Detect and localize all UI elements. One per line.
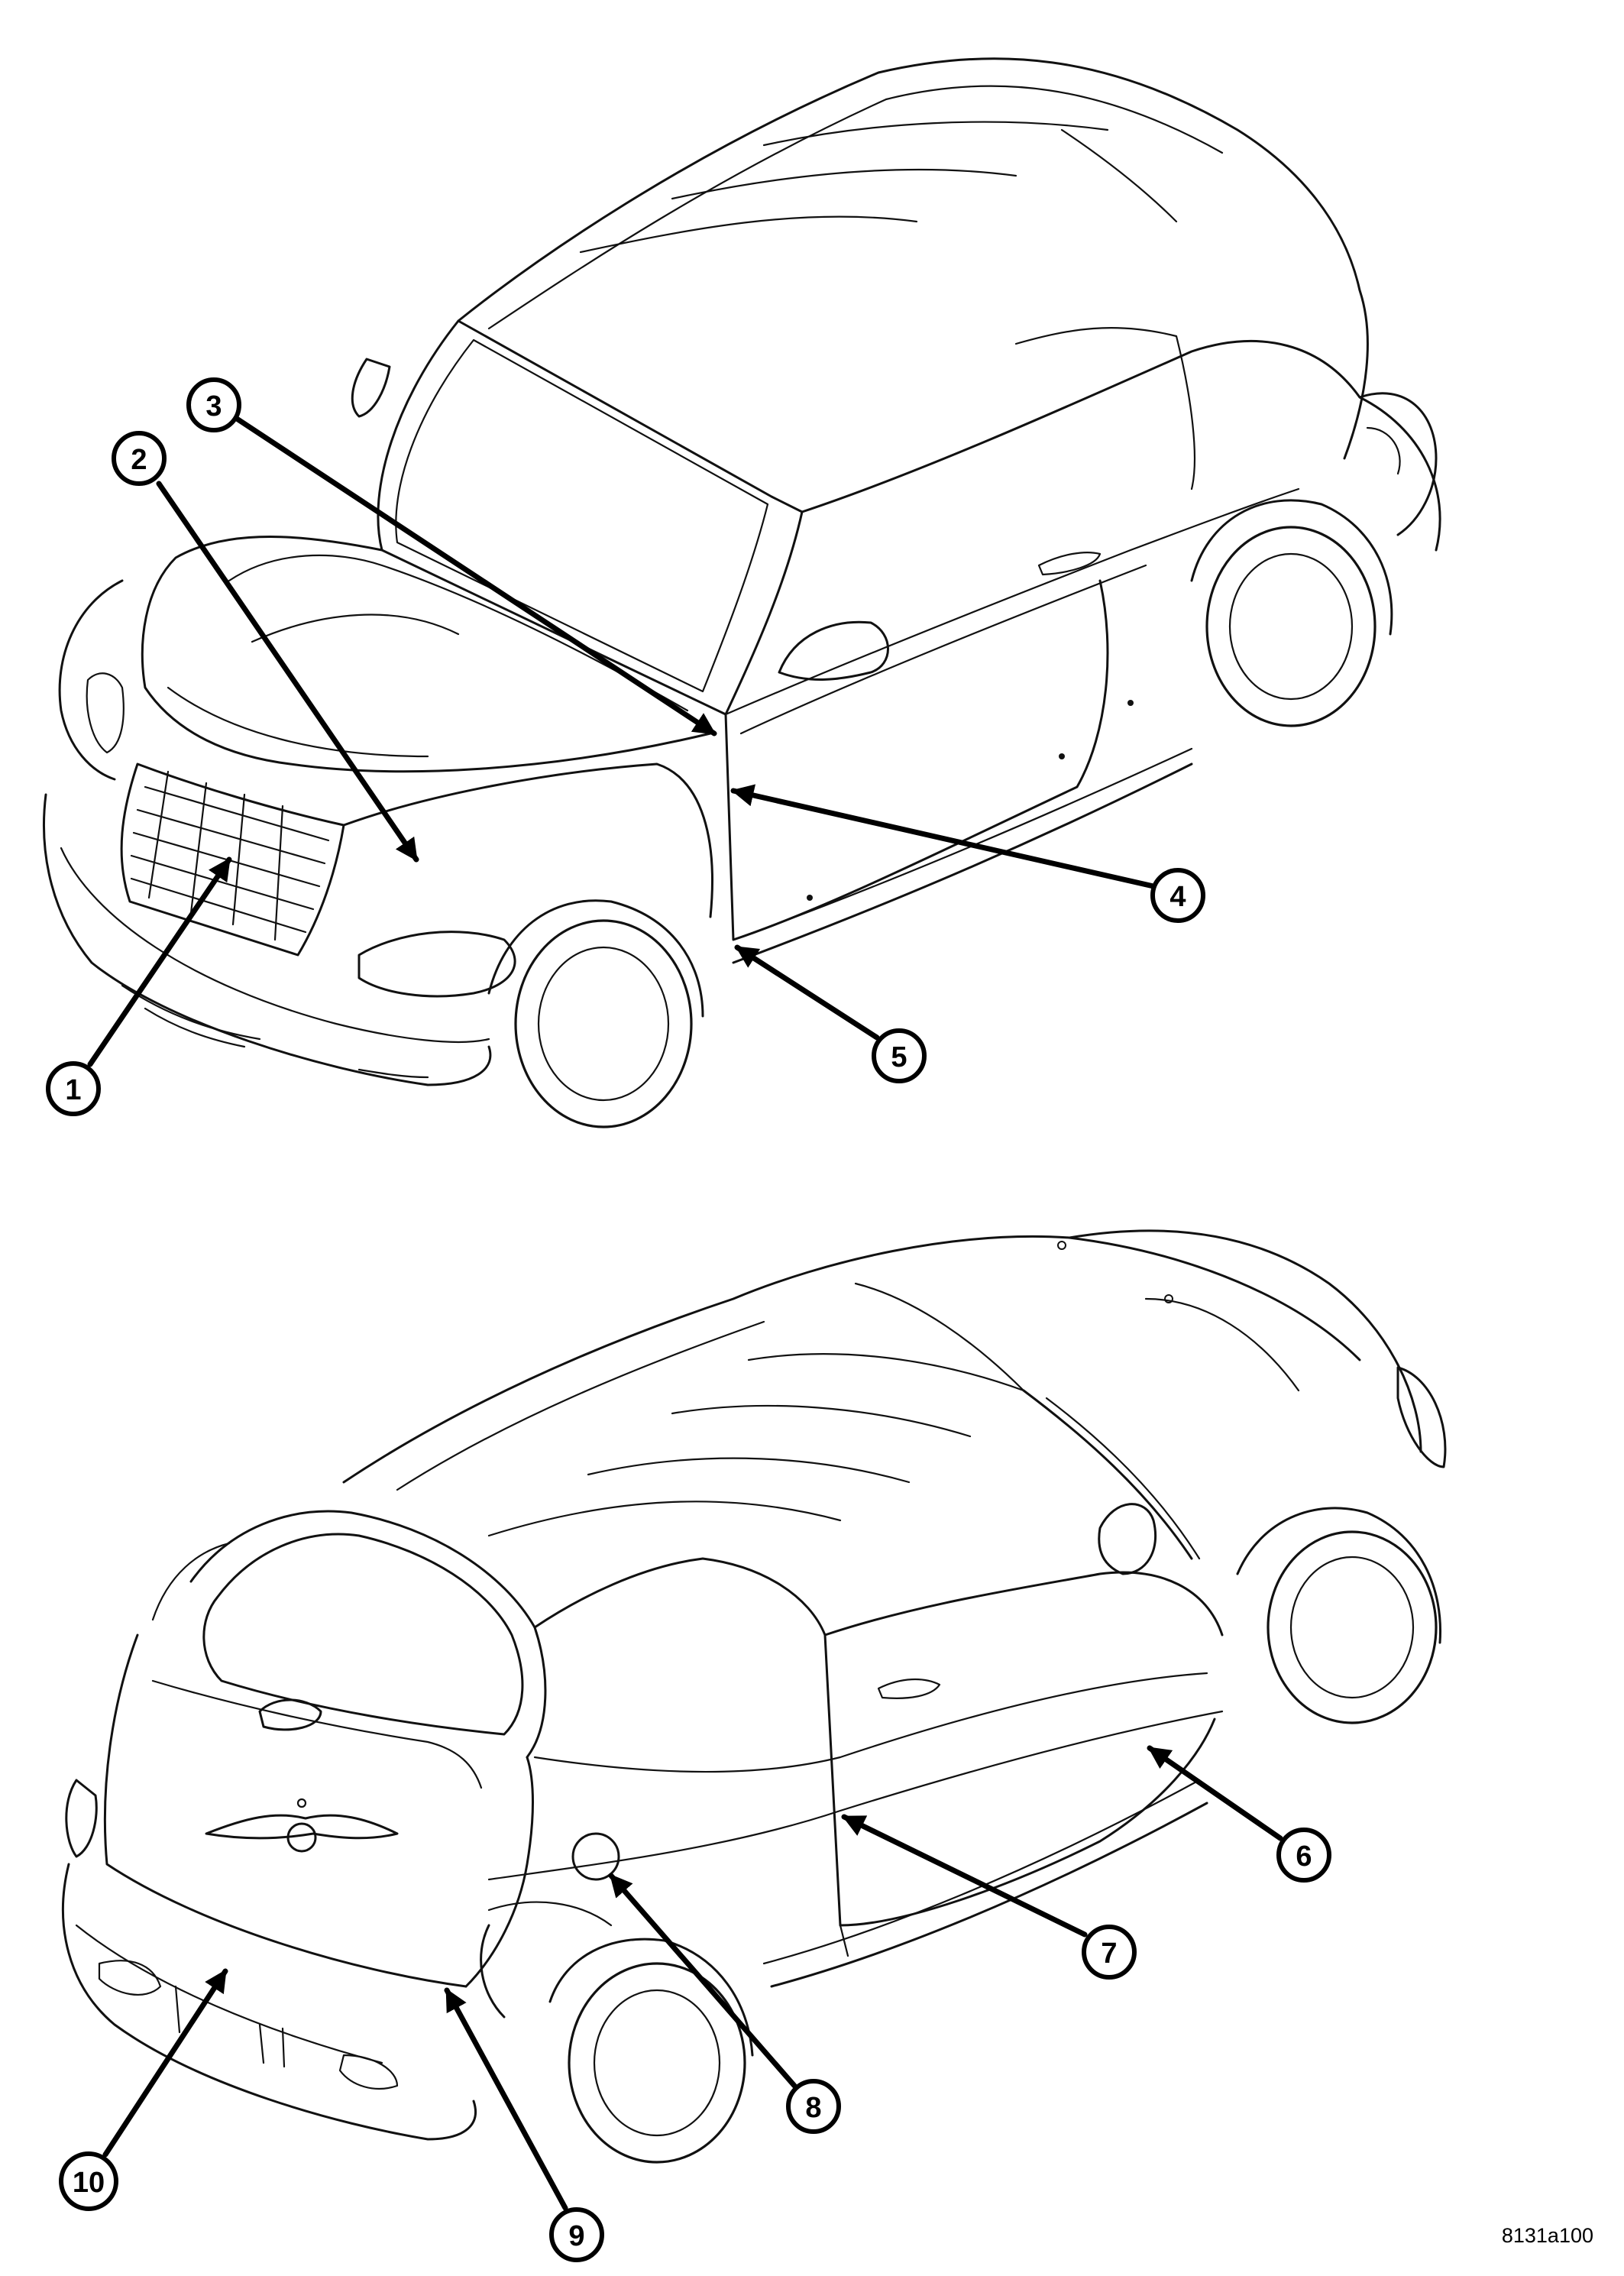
callout-4-label: 4 [1169, 881, 1186, 913]
callout-6-label: 6 [1296, 1841, 1312, 1873]
callout-4: 4 [1150, 868, 1205, 923]
callout-2-label: 2 [131, 444, 147, 476]
callout-markers: 1 2 3 4 5 6 7 8 [46, 377, 1331, 2262]
leader-7 [841, 1814, 1088, 1938]
callout-9: 9 [549, 2207, 604, 2262]
leader-10 [102, 1968, 228, 2158]
callout-leaders [87, 416, 1283, 2211]
callout-8: 8 [786, 2079, 841, 2134]
leader-3 [234, 416, 717, 737]
callout-1: 1 [46, 1061, 101, 1116]
leader-1 [87, 856, 232, 1067]
drawing-id: 8131a100 [1502, 2224, 1593, 2247]
rear-view-vehicle [62, 1229, 1447, 2164]
callout-3: 3 [186, 377, 241, 432]
callout-9-label: 9 [568, 2220, 584, 2252]
callout-10-label: 10 [73, 2167, 105, 2199]
leader-5 [734, 944, 880, 1041]
leader-9 [444, 1987, 568, 2211]
callout-1-label: 1 [65, 1074, 81, 1106]
callout-10: 10 [59, 2151, 118, 2211]
leader-8 [608, 1873, 797, 2089]
callout-7-label: 7 [1101, 1938, 1117, 1970]
callout-7: 7 [1082, 1925, 1137, 1980]
callout-2: 2 [112, 431, 167, 486]
callout-5: 5 [872, 1028, 927, 1083]
leader-4 [730, 784, 1157, 889]
leader-2 [156, 481, 419, 863]
callout-6: 6 [1276, 1828, 1331, 1883]
callout-8-label: 8 [805, 2092, 821, 2124]
leader-6 [1147, 1745, 1283, 1841]
callout-3-label: 3 [205, 390, 222, 423]
front-view-vehicle [43, 57, 1441, 1128]
callout-5-label: 5 [891, 1041, 907, 1073]
